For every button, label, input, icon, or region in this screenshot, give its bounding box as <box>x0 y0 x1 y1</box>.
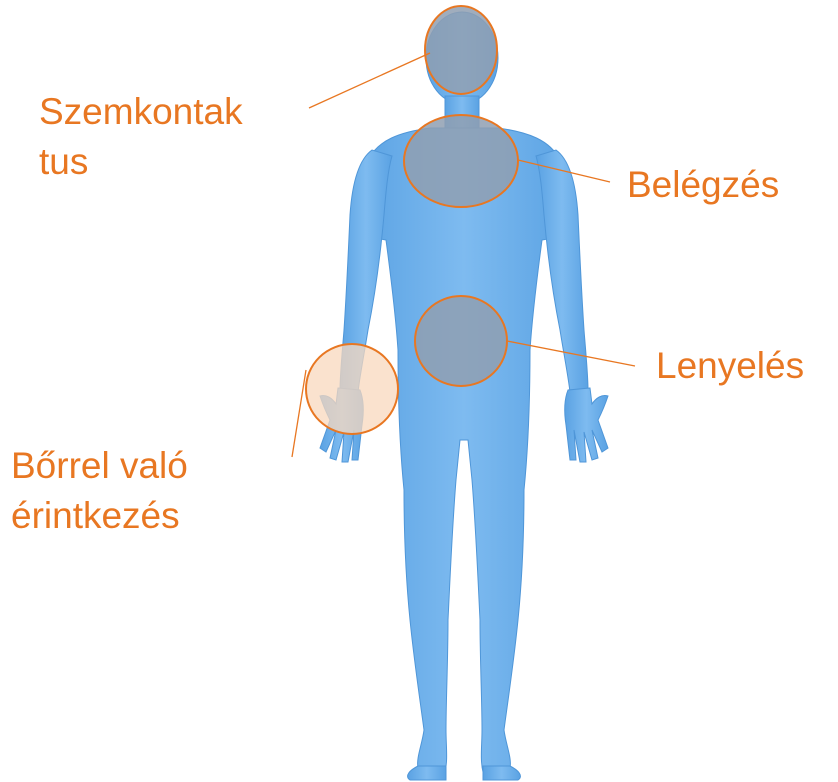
inhalation-label: Belégzés <box>627 160 779 210</box>
skin-contact-label-line2: érintkezés <box>11 491 188 541</box>
left-foot <box>408 766 446 780</box>
right-foot <box>483 766 520 780</box>
eye-contact-label-line1: Szemkontak <box>39 87 243 137</box>
ingestion-label: Lenyelés <box>656 341 804 391</box>
skin-contact-label-line1: Bőrrel való <box>11 441 188 491</box>
skin-contact-label: Bőrrel való érintkezés <box>11 441 188 541</box>
skin-leader-line <box>292 370 306 457</box>
eye-zone-circle <box>425 6 497 94</box>
inhalation-zone-circle <box>404 115 518 207</box>
torso-and-legs <box>357 128 571 772</box>
skin-zone-circle <box>306 344 398 434</box>
right-hand <box>565 388 608 462</box>
eye-contact-label-line2: tus <box>39 137 243 187</box>
eye-contact-label: Szemkontak tus <box>39 87 243 187</box>
ingestion-zone-circle <box>415 296 507 386</box>
eye-leader-line <box>309 53 430 108</box>
